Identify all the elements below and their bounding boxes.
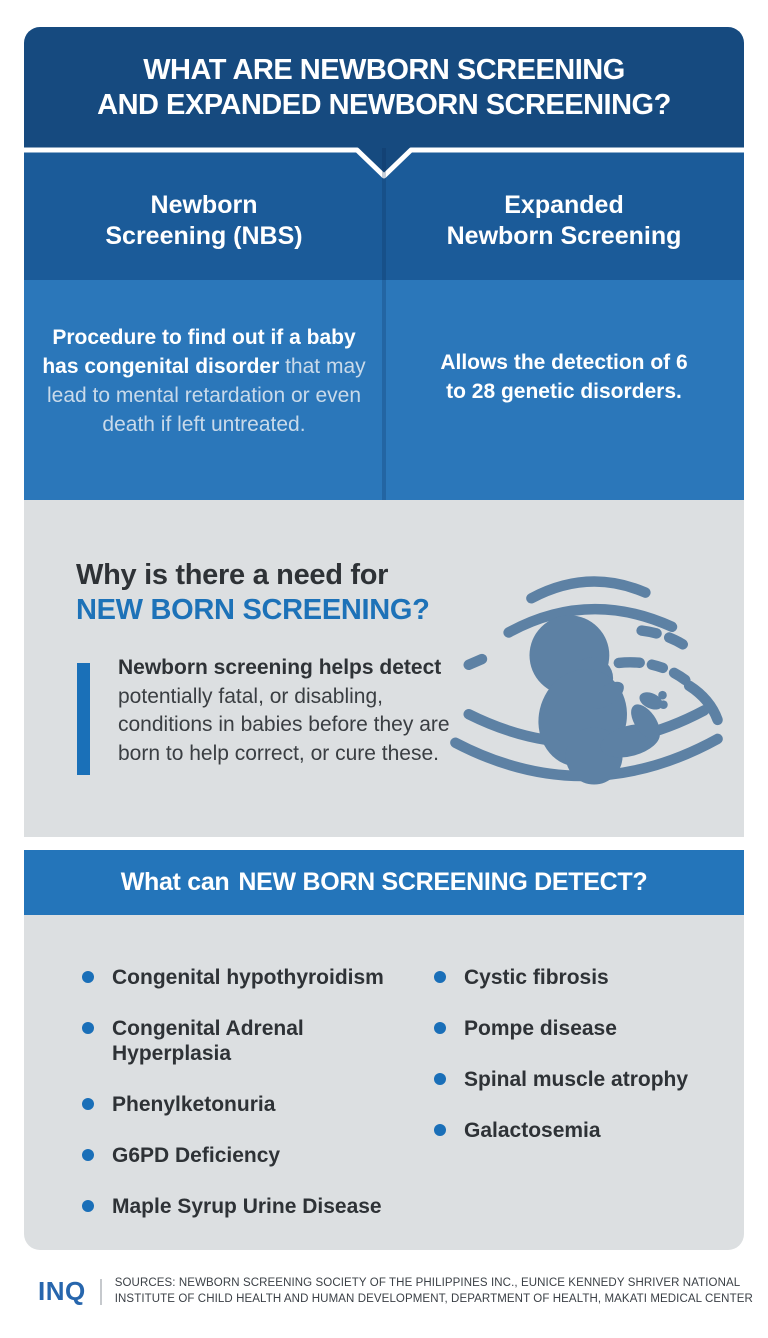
- detect-heading-emphasis: NEW BORN SCREENING DETECT?: [238, 868, 648, 896]
- expanded-title-line2: Newborn Screening: [446, 222, 682, 250]
- nbs-description-bold: Procedure to find out if a baby has cong…: [42, 326, 356, 378]
- detect-heading-prefix: What can: [120, 868, 230, 896]
- bullet-dot-icon: [434, 971, 446, 983]
- main-title-banner: WHAT ARE NEWBORN SCREENING AND EXPANDED …: [24, 27, 744, 148]
- detect-list-panel: Congenital hypothyroidism Congenital Adr…: [24, 915, 744, 1250]
- expanded-description: Allows the detection of 6 to 28 genetic …: [440, 351, 688, 403]
- expanded-title-line1: Expanded: [504, 191, 624, 219]
- list-item: Cystic fibrosis: [434, 965, 744, 990]
- footer-divider: [99, 1278, 102, 1305]
- nbs-description-rest: that may lead to mental retardation or e…: [46, 355, 366, 436]
- bullet-dot-icon: [434, 1073, 446, 1085]
- list-item-label: Maple Syrup Urine Disease: [112, 1195, 382, 1218]
- nbs-title-line1: Newborn: [150, 191, 258, 219]
- expanded-description-cell: Allows the detection of 6 to 28 genetic …: [384, 280, 744, 500]
- main-title-line2: AND EXPANDED NEWBORN SCREENING?: [97, 88, 671, 121]
- bullet-dot-icon: [82, 971, 94, 983]
- nbs-column-title: Newborn Screening (NBS): [24, 176, 384, 252]
- list-item-label: Cystic fibrosis: [464, 966, 609, 989]
- bullet-dot-icon: [434, 1022, 446, 1034]
- nbs-description: Procedure to find out if a baby has cong…: [39, 323, 369, 439]
- list-item-label: Congenital Adrenal Hyperplasia: [112, 1017, 304, 1065]
- bullet-dot-icon: [82, 1149, 94, 1161]
- why-body-bold: Newborn screening helps detect: [118, 656, 442, 679]
- column-divider: [382, 148, 386, 500]
- bullet-dot-icon: [82, 1098, 94, 1110]
- column-description-row: Procedure to find out if a baby has cong…: [24, 280, 744, 500]
- inq-logo: INQ: [38, 1276, 86, 1306]
- quote-accent-bar: [77, 663, 90, 775]
- sources-text: SOURCES: NEWBORN SCREENING SOCIETY OF TH…: [115, 1276, 753, 1307]
- list-item: Phenylketonuria: [82, 1092, 434, 1117]
- why-heading: Why is there a need for NEW BORN SCREENI…: [76, 558, 430, 628]
- why-body-text: Newborn screening helps detect potential…: [118, 654, 466, 768]
- sources-line1: SOURCES: NEWBORN SCREENING SOCIETY OF TH…: [114, 1277, 741, 1289]
- detect-list-column-1: Congenital hypothyroidism Congenital Adr…: [82, 965, 434, 1250]
- list-item: Congenital Adrenal Hyperplasia: [82, 1016, 434, 1066]
- bullet-dot-icon: [82, 1200, 94, 1212]
- fetus-ultrasound-icon: [444, 560, 729, 800]
- comparison-card: WHAT ARE NEWBORN SCREENING AND EXPANDED …: [24, 27, 744, 500]
- list-item-label: Galactosemia: [464, 1119, 601, 1142]
- detect-section: What can NEW BORN SCREENING DETECT? Cong…: [24, 850, 744, 1250]
- main-title-line1: WHAT ARE NEWBORN SCREENING: [143, 53, 625, 86]
- list-item: G6PD Deficiency: [82, 1143, 434, 1168]
- list-item-label: Pompe disease: [464, 1017, 617, 1040]
- why-section: Why is there a need for NEW BORN SCREENI…: [24, 500, 744, 837]
- nbs-title-line2: Screening (NBS): [105, 222, 303, 250]
- detect-list-column-2: Cystic fibrosis Pompe disease Spinal mus…: [434, 965, 744, 1250]
- list-item: Congenital hypothyroidism: [82, 965, 434, 990]
- list-item-label: Spinal muscle atrophy: [464, 1068, 689, 1091]
- list-item-label: G6PD Deficiency: [112, 1144, 281, 1167]
- chevron-notch-icon: [24, 147, 744, 179]
- comparison-columns: Newborn Screening (NBS) Expanded Newborn…: [24, 147, 744, 500]
- list-item-label: Phenylketonuria: [112, 1093, 276, 1116]
- bullet-dot-icon: [82, 1022, 94, 1034]
- why-heading-line1: Why is there a need for: [76, 559, 389, 591]
- list-item: Galactosemia: [434, 1118, 744, 1143]
- nbs-description-cell: Procedure to find out if a baby has cong…: [24, 280, 384, 500]
- bullet-dot-icon: [434, 1124, 446, 1136]
- list-item: Maple Syrup Urine Disease: [82, 1194, 434, 1219]
- list-item: Spinal muscle atrophy: [434, 1067, 744, 1092]
- footer: INQ SOURCES: NEWBORN SCREENING SOCIETY O…: [38, 1276, 753, 1307]
- sources-line2: INSTITUTE OF CHILD HEALTH AND HUMAN DEVE…: [114, 1292, 753, 1305]
- detect-heading-banner: What can NEW BORN SCREENING DETECT?: [24, 850, 744, 915]
- list-item: Pompe disease: [434, 1016, 744, 1041]
- why-body-rest: potentially fatal, or disabling, conditi…: [118, 684, 450, 765]
- why-heading-line2: NEW BORN SCREENING?: [76, 594, 430, 626]
- expanded-column-title: Expanded Newborn Screening: [384, 176, 744, 252]
- list-item-label: Congenital hypothyroidism: [112, 966, 384, 989]
